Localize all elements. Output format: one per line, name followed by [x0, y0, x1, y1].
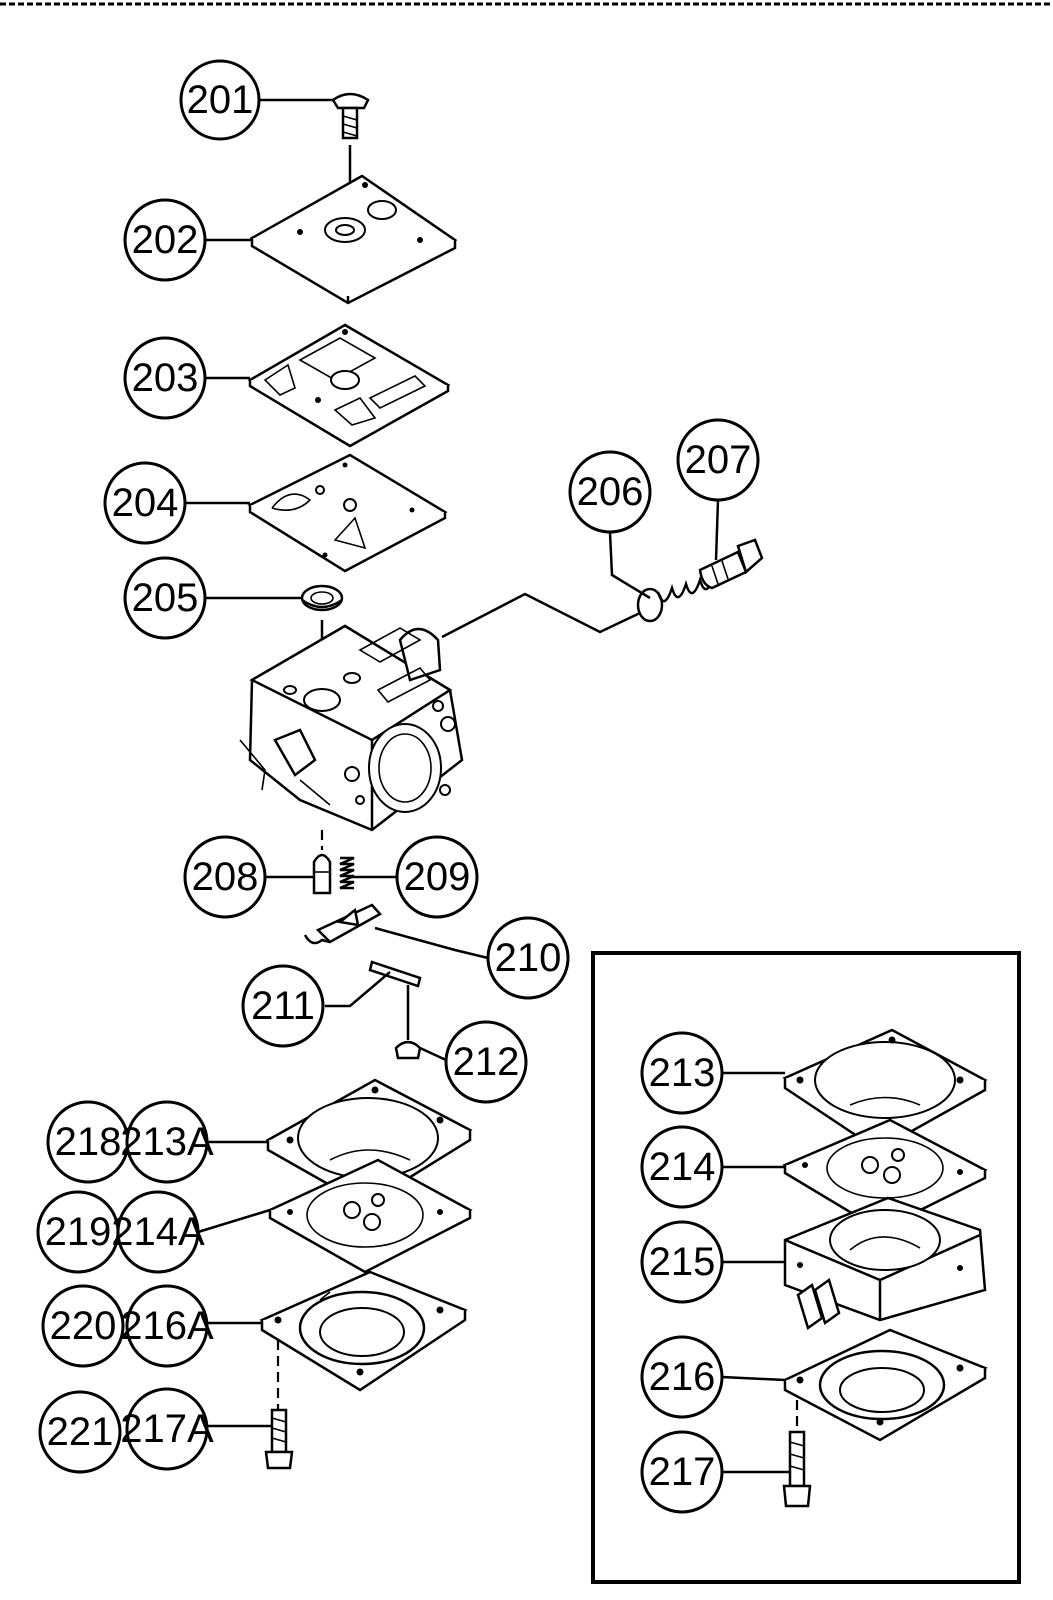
callout-202-label: 202	[132, 218, 199, 262]
part-209-spring	[339, 856, 355, 890]
callout-221: 221	[38, 1390, 122, 1474]
part-201-screw	[331, 92, 370, 200]
callout-219-label: 219	[45, 1210, 112, 1254]
part-215-pump-body	[783, 1196, 987, 1331]
leader-lines	[185, 98, 790, 1474]
callout-205: 205	[123, 556, 207, 640]
callout-214A: 214A	[111, 1190, 205, 1274]
part-212-screw	[394, 1040, 422, 1060]
part-211-pin	[368, 960, 422, 988]
part-214-diaphragm	[782, 1118, 988, 1232]
callout-213A: 213A	[120, 1100, 214, 1184]
callout-212: 212	[444, 1020, 528, 1104]
callout-210-label: 210	[495, 936, 562, 980]
callout-206: 206	[568, 450, 652, 534]
part-216-cover	[782, 1328, 988, 1442]
callout-221-label: 221	[47, 1410, 114, 1454]
callout-218: 218	[46, 1100, 130, 1184]
callout-217A: 217A	[120, 1387, 214, 1471]
inset-frame	[591, 951, 1021, 1584]
callout-213A-label: 213A	[120, 1120, 214, 1164]
part-206-spring	[636, 575, 716, 623]
callout-216: 216	[640, 1335, 724, 1419]
part-204-diaphragm	[247, 453, 448, 573]
callout-214A-label: 214A	[111, 1210, 205, 1254]
callout-219: 219	[36, 1190, 120, 1274]
callout-214: 214	[640, 1125, 724, 1209]
callout-206-label: 206	[577, 470, 644, 514]
callout-215: 215	[640, 1220, 724, 1304]
callout-216-label: 216	[649, 1355, 716, 1399]
part-214A-diaphragm	[267, 1158, 473, 1274]
callout-220: 220	[41, 1284, 125, 1368]
callout-218-label: 218	[55, 1120, 122, 1164]
callout-220-label: 220	[50, 1304, 117, 1348]
part-210-lever	[303, 903, 382, 945]
part-208-needle	[312, 853, 332, 895]
callout-217-label: 217	[649, 1450, 716, 1494]
callout-203-label: 203	[132, 356, 199, 400]
callout-217: 217	[640, 1430, 724, 1514]
callout-213-label: 213	[649, 1051, 716, 1095]
part-202-cover	[249, 174, 458, 305]
callout-202: 202	[123, 198, 207, 282]
part-203-gasket	[247, 323, 451, 448]
callout-213: 213	[640, 1031, 724, 1115]
callout-201: 201	[179, 59, 261, 141]
callout-211-label: 211	[251, 984, 315, 1028]
callout-214-label: 214	[649, 1145, 716, 1189]
callout-204-label: 204	[112, 481, 179, 525]
callout-203: 203	[123, 336, 207, 420]
part-213-gasket	[782, 1028, 988, 1152]
callout-211: 211	[241, 964, 325, 1048]
callout-210: 210	[486, 916, 570, 1000]
carburetor-body	[239, 624, 464, 850]
callout-216A-label: 216A	[120, 1304, 214, 1348]
callout-215-label: 215	[649, 1240, 716, 1284]
part-217A-screw	[264, 1408, 294, 1470]
part-207-screw	[698, 538, 764, 590]
callout-204: 204	[103, 461, 187, 545]
part-217-screw	[782, 1430, 812, 1508]
callout-207: 207	[676, 418, 760, 502]
callout-208-label: 208	[192, 855, 259, 899]
callout-217A-label: 217A	[120, 1407, 214, 1451]
part-216A-cover	[259, 1270, 468, 1392]
callout-205-label: 205	[132, 576, 199, 620]
callout-209-label: 209	[404, 855, 471, 899]
callout-212-label: 212	[453, 1040, 520, 1084]
callout-207-label: 207	[685, 438, 752, 482]
callout-208: 208	[183, 835, 267, 919]
leader-206-body	[441, 592, 641, 639]
callout-209: 209	[395, 835, 479, 919]
callout-201-label: 201	[187, 78, 254, 122]
callout-216A: 216A	[120, 1284, 214, 1368]
